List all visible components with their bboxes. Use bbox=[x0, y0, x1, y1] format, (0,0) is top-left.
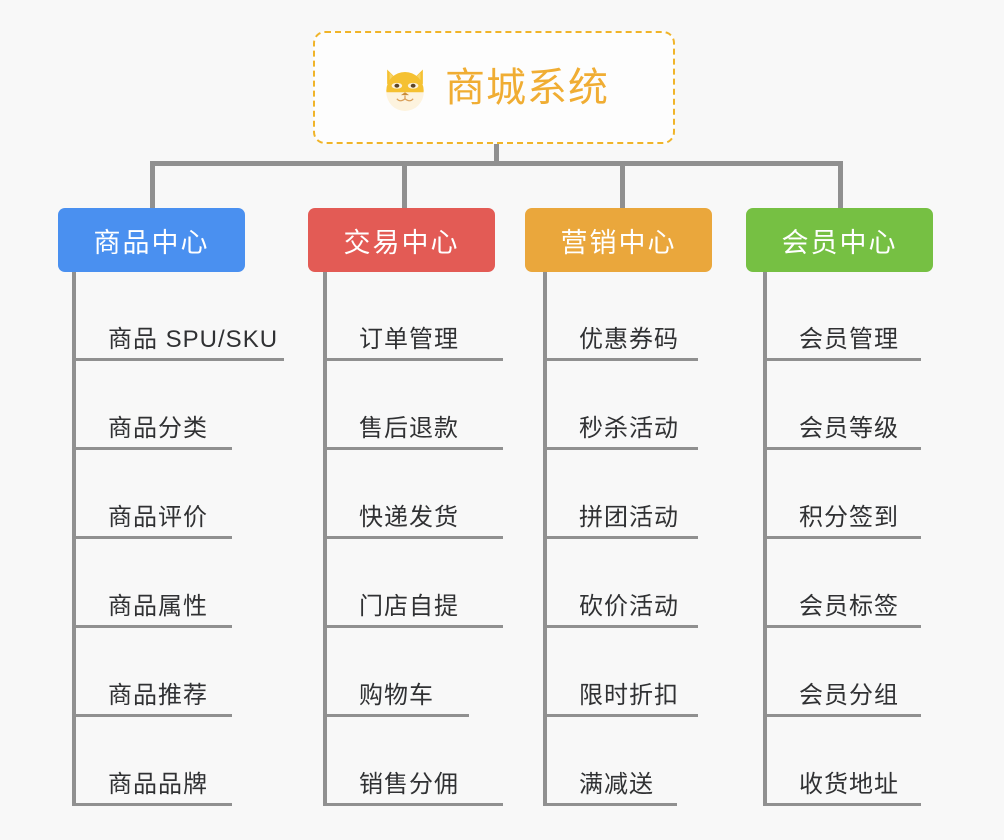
connector-spine-3 bbox=[543, 272, 547, 806]
category-header-1[interactable]: 商品中心 bbox=[58, 208, 245, 272]
category-header-label: 营销中心 bbox=[560, 227, 677, 258]
category-header-3[interactable]: 营销中心 bbox=[525, 208, 712, 272]
leaf-item[interactable]: 满减送 bbox=[543, 717, 677, 806]
leaf-item[interactable]: 拼团活动 bbox=[543, 450, 698, 539]
connector-drop-4 bbox=[838, 161, 843, 208]
leaf-item-label: 会员等级 bbox=[799, 414, 899, 442]
leaf-item-label: 销售分佣 bbox=[359, 770, 459, 798]
connector-drop-2 bbox=[402, 161, 407, 208]
leaf-item-label: 积分签到 bbox=[799, 503, 899, 531]
root-title: 商城系统 bbox=[445, 65, 609, 110]
leaf-item[interactable]: 购物车 bbox=[323, 628, 469, 717]
leaf-item-label: 商品属性 bbox=[108, 592, 208, 620]
leaf-item-label: 限时折扣 bbox=[579, 681, 679, 709]
leaf-item[interactable]: 秒杀活动 bbox=[543, 361, 698, 450]
connector-horizontal-bus bbox=[150, 161, 842, 166]
connector-spine-1 bbox=[72, 272, 76, 806]
leaf-item-label: 订单管理 bbox=[359, 325, 459, 353]
leaf-item[interactable]: 积分签到 bbox=[763, 450, 921, 539]
connector-root-vertical bbox=[494, 144, 499, 164]
leaf-item[interactable]: 会员分组 bbox=[763, 628, 921, 717]
connector-drop-1 bbox=[150, 161, 155, 208]
category-header-label: 交易中心 bbox=[343, 227, 460, 258]
leaf-item[interactable]: 售后退款 bbox=[323, 361, 503, 450]
leaf-item[interactable]: 会员等级 bbox=[763, 361, 921, 450]
leaf-item[interactable]: 商品分类 bbox=[72, 361, 232, 450]
leaf-item-label: 购物车 bbox=[359, 681, 434, 709]
leaf-item[interactable]: 商品品牌 bbox=[72, 717, 232, 806]
leaf-item-label: 商品评价 bbox=[108, 503, 208, 531]
leaf-item-label: 门店自提 bbox=[359, 592, 459, 620]
leaf-item[interactable]: 商品属性 bbox=[72, 539, 232, 628]
category-header-label: 会员中心 bbox=[781, 227, 898, 258]
leaf-item-label: 商品推荐 bbox=[108, 681, 208, 709]
leaf-item[interactable]: 商品 SPU/SKU bbox=[72, 272, 284, 361]
leaf-item-label: 优惠券码 bbox=[579, 325, 679, 353]
leaf-item-label: 会员管理 bbox=[799, 325, 899, 353]
leaf-item[interactable]: 门店自提 bbox=[323, 539, 503, 628]
leaf-item[interactable]: 砍价活动 bbox=[543, 539, 698, 628]
connector-spine-2 bbox=[323, 272, 327, 806]
leaf-item-label: 会员标签 bbox=[799, 592, 899, 620]
connector-spine-4 bbox=[763, 272, 767, 806]
connector-drop-3 bbox=[620, 161, 625, 208]
leaf-item[interactable]: 商品评价 bbox=[72, 450, 232, 539]
leaf-item-label: 商品品牌 bbox=[108, 770, 208, 798]
leaf-item[interactable]: 快递发货 bbox=[323, 450, 503, 539]
category-header-label: 商品中心 bbox=[93, 227, 210, 258]
leaf-item-label: 商品分类 bbox=[108, 414, 208, 442]
leaf-item-label: 快递发货 bbox=[359, 503, 459, 531]
leaf-item[interactable]: 订单管理 bbox=[323, 272, 503, 361]
leaf-item-label: 售后退款 bbox=[359, 414, 459, 442]
category-header-2[interactable]: 交易中心 bbox=[308, 208, 495, 272]
leaf-item-label: 收货地址 bbox=[799, 770, 899, 798]
leaf-item-label: 砍价活动 bbox=[579, 592, 679, 620]
leaf-item-label: 满减送 bbox=[579, 770, 654, 798]
leaf-item-label: 拼团活动 bbox=[579, 503, 679, 531]
leaf-item[interactable]: 销售分佣 bbox=[323, 717, 503, 806]
leaf-item-label: 秒杀活动 bbox=[579, 414, 679, 442]
leaf-item-label: 会员分组 bbox=[799, 681, 899, 709]
category-header-4[interactable]: 会员中心 bbox=[746, 208, 933, 272]
leaf-item[interactable]: 优惠券码 bbox=[543, 272, 698, 361]
root-node-mall-system[interactable]: 商城系统 bbox=[313, 31, 675, 144]
leaf-item[interactable]: 收货地址 bbox=[763, 717, 921, 806]
leaf-item[interactable]: 商品推荐 bbox=[72, 628, 232, 717]
leaf-item-label: 商品 SPU/SKU bbox=[108, 325, 279, 353]
shiba-dog-face-icon bbox=[379, 63, 431, 115]
leaf-item[interactable]: 会员管理 bbox=[763, 272, 921, 361]
leaf-item[interactable]: 限时折扣 bbox=[543, 628, 698, 717]
leaf-item[interactable]: 会员标签 bbox=[763, 539, 921, 628]
